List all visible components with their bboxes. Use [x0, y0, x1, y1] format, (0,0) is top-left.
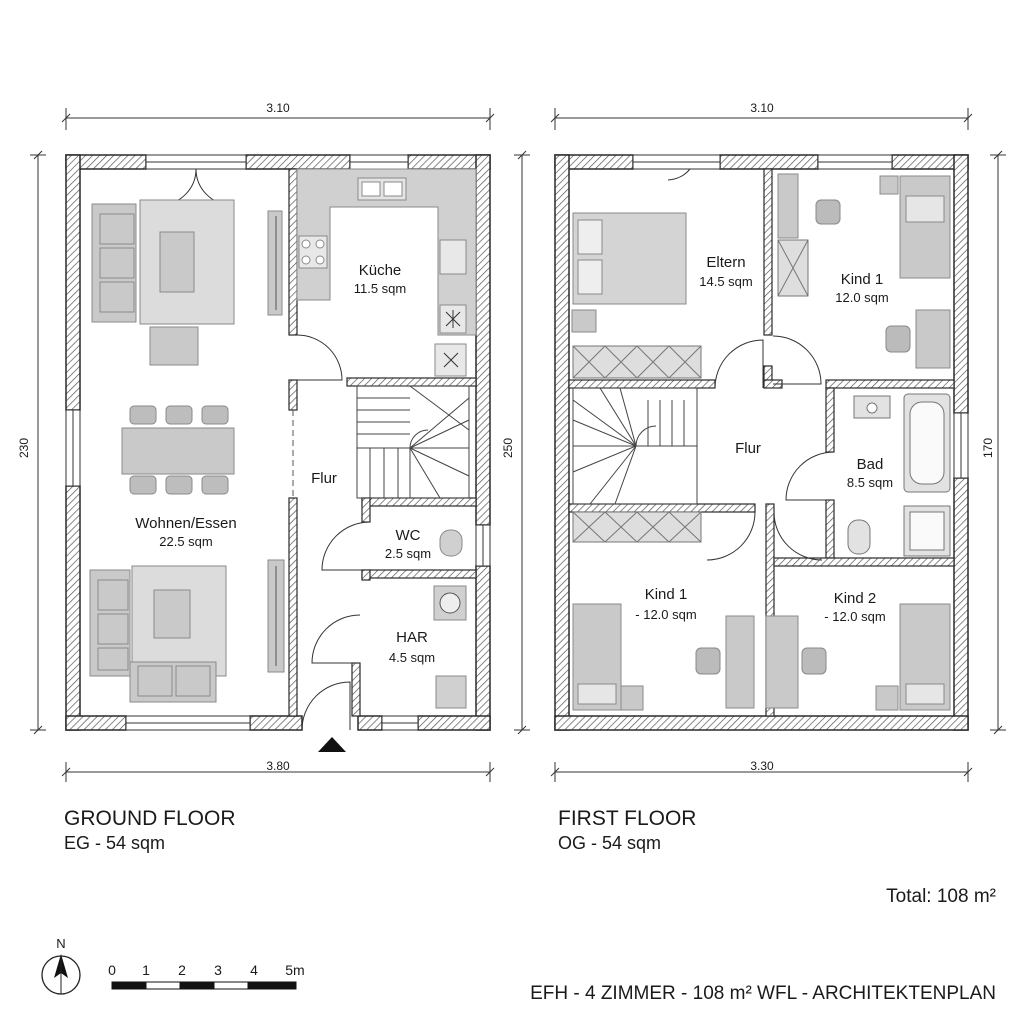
ff-dimension-bottom — [550, 762, 973, 782]
ff-dim-top-label: 3.10 — [750, 101, 774, 115]
ff-bathroom-fixtures — [847, 393, 951, 557]
ff-bedroom-furniture — [571, 173, 951, 711]
ground-floor-plan: 3.10 3.80 230 — [17, 101, 495, 782]
scale-label: 4 — [250, 962, 258, 978]
room-area: 4.5 sqm — [389, 650, 435, 665]
gf-kitchen — [296, 168, 477, 377]
gf-wc-har-fixtures — [433, 529, 467, 709]
gf-dim-bottom-label: 3.80 — [266, 759, 290, 773]
ff-staircase — [572, 387, 698, 505]
room-area: - 12.0 sqm — [824, 609, 885, 624]
plan-footer-title: EFH - 4 ZIMMER - 108 m² WFL - ARCHITEKTE… — [530, 983, 996, 1004]
ff-windows — [632, 154, 969, 479]
room-area: 14.5 sqm — [699, 274, 752, 289]
gf-interior-walls — [288, 168, 477, 717]
room-name: Flur — [735, 440, 761, 457]
total-area: Total: 108 m² — [886, 886, 996, 907]
ff-dim-bottom-label: 3.30 — [750, 759, 774, 773]
room-name: Küche — [359, 262, 402, 279]
gf-dimension-left — [30, 150, 46, 735]
scale-label: 1 — [142, 962, 150, 978]
ff-interior-walls — [568, 168, 955, 717]
ff-dimension-right — [990, 150, 1006, 735]
room-area: 22.5 sqm — [159, 534, 212, 549]
gf-staircase — [356, 385, 470, 499]
scale-bar-labels: 0 1 2 3 4 5m — [108, 962, 305, 978]
scale-label: 0 — [108, 962, 116, 978]
ff-dimension-left — [514, 150, 530, 735]
gf-dimension-bottom — [61, 762, 495, 782]
room-name: Bad — [857, 456, 884, 473]
gf-dim-top-label: 3.10 — [266, 101, 290, 115]
room-name: HAR — [396, 629, 428, 646]
first-floor-plan: 3.10 3.30 250 170 — [501, 101, 1006, 782]
room-name: WC — [396, 527, 421, 544]
ff-doors — [660, 168, 835, 561]
gf-room-labels: Küche 11.5 sqm Wohnen/Essen 22.5 sqm Flu… — [135, 262, 435, 665]
ff-room-labels: Eltern 14.5 sqm Kind 1 12.0 sqm Flur Bad… — [635, 254, 893, 624]
room-name: Kind 2 — [834, 590, 877, 607]
first-floor-title: FIRST FLOOR — [558, 807, 697, 830]
ff-dimension-top — [550, 108, 973, 130]
room-name: Kind 1 — [841, 271, 884, 288]
scale-label: 2 — [178, 962, 186, 978]
room-area: 8.5 sqm — [847, 475, 893, 490]
ff-dim-right-label: 170 — [981, 438, 995, 458]
north-arrow-icon — [41, 954, 81, 995]
room-name: Kind 1 — [645, 586, 688, 603]
gf-living-furniture — [89, 199, 285, 703]
room-area: 2.5 sqm — [385, 546, 431, 561]
first-floor-subtitle: OG - 54 sqm — [558, 833, 662, 853]
room-name: Eltern — [706, 254, 745, 271]
ff-outer-walls — [554, 154, 969, 731]
room-name: Wohnen/Essen — [135, 515, 236, 532]
room-area: - 12.0 sqm — [635, 607, 696, 622]
gf-windows — [65, 154, 491, 731]
ground-floor-title: GROUND FLOOR — [64, 807, 236, 830]
entrance-arrow-icon — [318, 737, 346, 752]
north-label: N — [56, 936, 65, 951]
gf-dimension-top — [61, 108, 495, 130]
scale-label: 3 — [214, 962, 222, 978]
gf-dim-left-label: 230 — [17, 438, 31, 458]
ff-dim-left-label: 250 — [501, 438, 515, 458]
room-area: 11.5 sqm — [354, 281, 407, 296]
scale-bar — [111, 981, 297, 990]
room-name: Flur — [311, 470, 337, 487]
scale-label: 5m — [285, 962, 304, 978]
ff-wardrobes — [572, 239, 809, 543]
ground-floor-subtitle: EG - 54 sqm — [64, 833, 166, 853]
room-area: 12.0 sqm — [835, 290, 888, 305]
